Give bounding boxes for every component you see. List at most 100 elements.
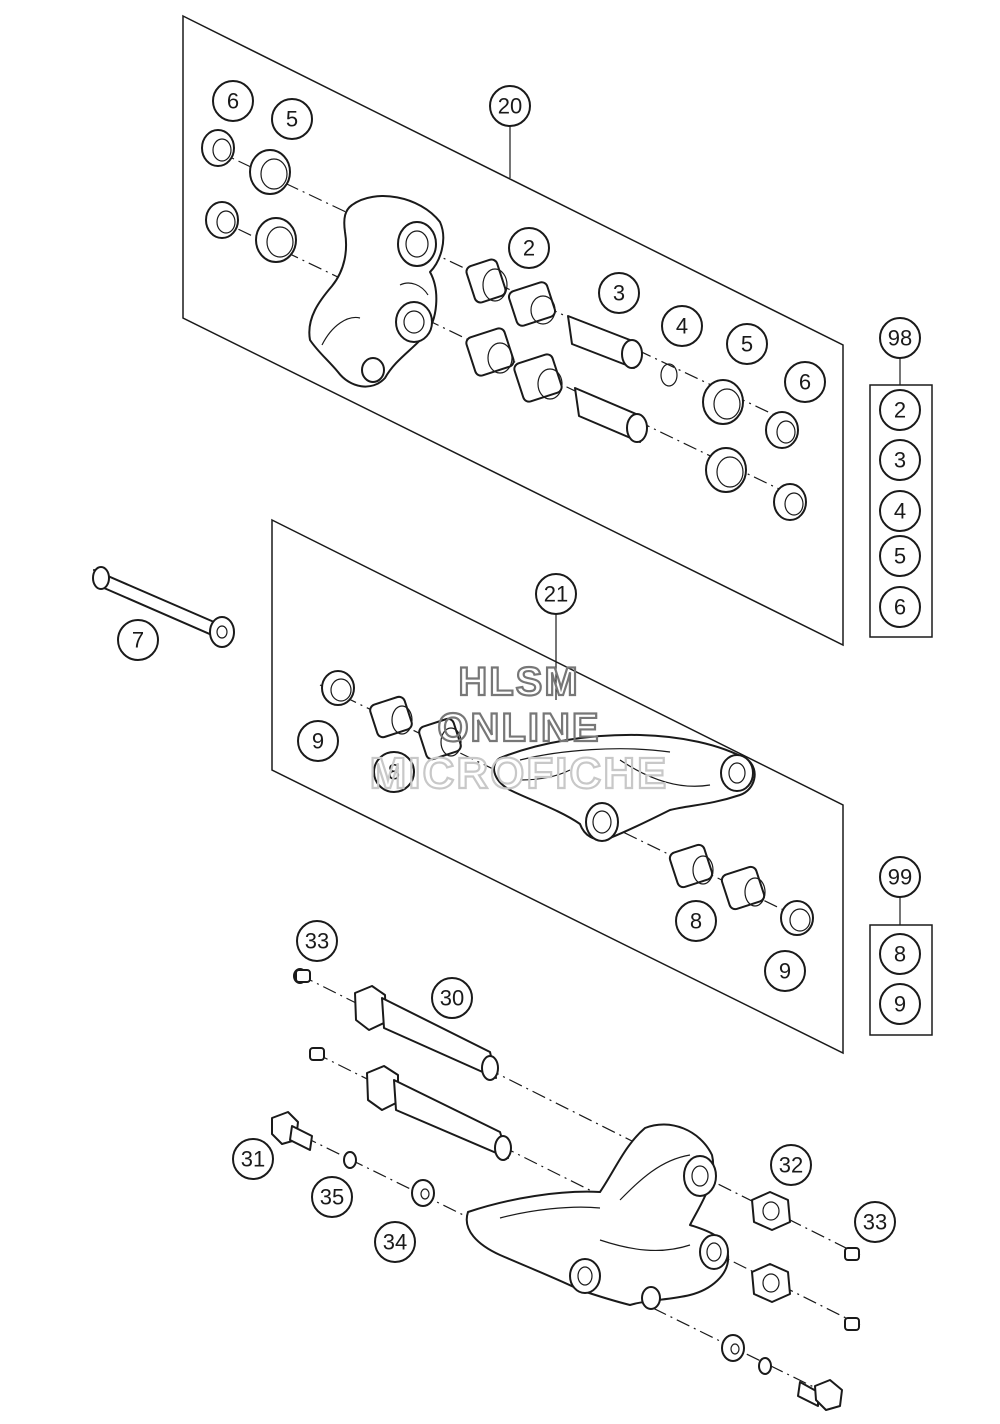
washer-35-right bbox=[758, 1357, 772, 1375]
bushing-8-left-b bbox=[418, 717, 462, 761]
svg-text:9: 9 bbox=[894, 992, 906, 1017]
svg-text:MICROFICHE: MICROFICHE bbox=[370, 749, 669, 798]
svg-text:9: 9 bbox=[312, 729, 324, 754]
svg-text:3: 3 bbox=[894, 448, 906, 473]
bearing-6-upper bbox=[201, 129, 235, 167]
svg-text:7: 7 bbox=[132, 628, 144, 653]
svg-text:32: 32 bbox=[779, 1153, 803, 1178]
callout-6-right: 6 bbox=[784, 361, 826, 403]
svg-text:21: 21 bbox=[544, 582, 568, 607]
callout-98: 98 bbox=[879, 317, 921, 359]
screw-33-right-lower bbox=[844, 1317, 860, 1331]
sleeve-3-upper bbox=[567, 315, 643, 369]
svg-text:5: 5 bbox=[741, 332, 753, 357]
svg-text:2: 2 bbox=[523, 236, 535, 261]
kit-98-item-4: 4 bbox=[879, 490, 921, 532]
sleeve-3-lower bbox=[574, 387, 648, 443]
seal-5-right-upper bbox=[702, 379, 744, 425]
svg-text:2: 2 bbox=[894, 398, 906, 423]
callout-9-right: 9 bbox=[764, 950, 806, 992]
screw-33-mid bbox=[309, 1047, 325, 1061]
kit-98-item-3: 3 bbox=[879, 439, 921, 481]
panel-assembly-20 bbox=[182, 14, 844, 647]
callout-5-right: 5 bbox=[726, 323, 768, 365]
callout-32: 32 bbox=[770, 1144, 812, 1186]
bolt-30-lower bbox=[366, 1065, 512, 1161]
circlip-4 bbox=[660, 363, 678, 387]
callout-6-upper-left: 6 bbox=[212, 80, 254, 122]
bolt-30-upper bbox=[354, 985, 499, 1081]
callout-7: 7 bbox=[117, 619, 159, 661]
svg-text:3: 3 bbox=[613, 281, 625, 306]
watermark: HLSM ONLINE MICROFICHE bbox=[369, 659, 669, 799]
callout-33-right: 33 bbox=[854, 1201, 896, 1243]
svg-text:30: 30 bbox=[440, 986, 464, 1011]
bushing-2-upper-b bbox=[507, 281, 557, 327]
svg-text:34: 34 bbox=[383, 1230, 407, 1255]
callout-5-upper-left: 5 bbox=[271, 98, 313, 140]
callout-4: 4 bbox=[661, 305, 703, 347]
svg-text:33: 33 bbox=[863, 1210, 887, 1235]
washer-34 bbox=[411, 1179, 435, 1207]
callout-9-left: 9 bbox=[297, 720, 339, 762]
bolt-31 bbox=[271, 1111, 313, 1151]
bearing-6-lower bbox=[205, 201, 239, 239]
svg-text:9: 9 bbox=[779, 959, 791, 984]
svg-text:8: 8 bbox=[388, 760, 400, 785]
svg-text:20: 20 bbox=[498, 94, 522, 119]
callout-3: 3 bbox=[598, 272, 640, 314]
seal-5-upper bbox=[249, 149, 291, 195]
nut-32-lower bbox=[751, 1263, 791, 1303]
svg-text:98: 98 bbox=[888, 326, 912, 351]
kit-99-box bbox=[869, 924, 933, 1036]
bushing-8-left bbox=[369, 695, 413, 739]
pin-7-part bbox=[92, 566, 235, 648]
bushing-8-right bbox=[668, 843, 714, 889]
svg-text:4: 4 bbox=[676, 314, 688, 339]
bushing-2-lower-b bbox=[513, 353, 563, 403]
callout-2: 2 bbox=[508, 227, 550, 269]
panel-assembly-21 bbox=[271, 518, 844, 1055]
callout-35: 35 bbox=[311, 1176, 353, 1218]
svg-text:31: 31 bbox=[241, 1147, 265, 1172]
bushing-2-lower bbox=[465, 327, 515, 377]
callout-31: 31 bbox=[232, 1138, 274, 1180]
seal-9-right bbox=[780, 900, 814, 936]
svg-text:4: 4 bbox=[894, 499, 906, 524]
callout-21: 21 bbox=[535, 573, 577, 615]
kit-98-item-5: 5 bbox=[879, 535, 921, 577]
kit-98-box bbox=[869, 384, 933, 638]
seal-5-lower bbox=[255, 217, 297, 263]
svg-text:HLSM: HLSM bbox=[458, 660, 579, 704]
callout-99: 99 bbox=[879, 856, 921, 898]
bearing-6-right-lower bbox=[773, 483, 807, 521]
washer-34-right bbox=[721, 1334, 745, 1362]
pro-lever-part bbox=[308, 195, 445, 388]
bolt-31-right bbox=[797, 1379, 843, 1411]
screw-33-right-upper bbox=[844, 1247, 860, 1261]
svg-text:ONLINE: ONLINE bbox=[437, 706, 600, 750]
svg-text:5: 5 bbox=[894, 544, 906, 569]
bushing-8-right-b bbox=[720, 865, 766, 911]
seal-5-right-lower bbox=[705, 447, 747, 493]
svg-text:6: 6 bbox=[799, 370, 811, 395]
svg-text:35: 35 bbox=[320, 1185, 344, 1210]
washer-35 bbox=[343, 1151, 357, 1169]
callout-20: 20 bbox=[489, 85, 531, 127]
callout-30: 30 bbox=[431, 977, 473, 1019]
svg-text:8: 8 bbox=[894, 942, 906, 967]
screw-33-upper bbox=[293, 968, 311, 984]
callout-8-right: 8 bbox=[675, 900, 717, 942]
nut-32-upper bbox=[751, 1191, 791, 1231]
linkage-lower-part bbox=[465, 1123, 730, 1310]
svg-text:6: 6 bbox=[227, 89, 239, 114]
kit-99-item-9: 9 bbox=[879, 983, 921, 1025]
svg-text:8: 8 bbox=[690, 909, 702, 934]
kit-98-item-2: 2 bbox=[879, 389, 921, 431]
kit-99-item-8: 8 bbox=[879, 933, 921, 975]
svg-text:5: 5 bbox=[286, 107, 298, 132]
kit-98-item-6: 6 bbox=[879, 586, 921, 628]
callout-34: 34 bbox=[374, 1221, 416, 1263]
bushing-2-upper bbox=[465, 258, 508, 304]
